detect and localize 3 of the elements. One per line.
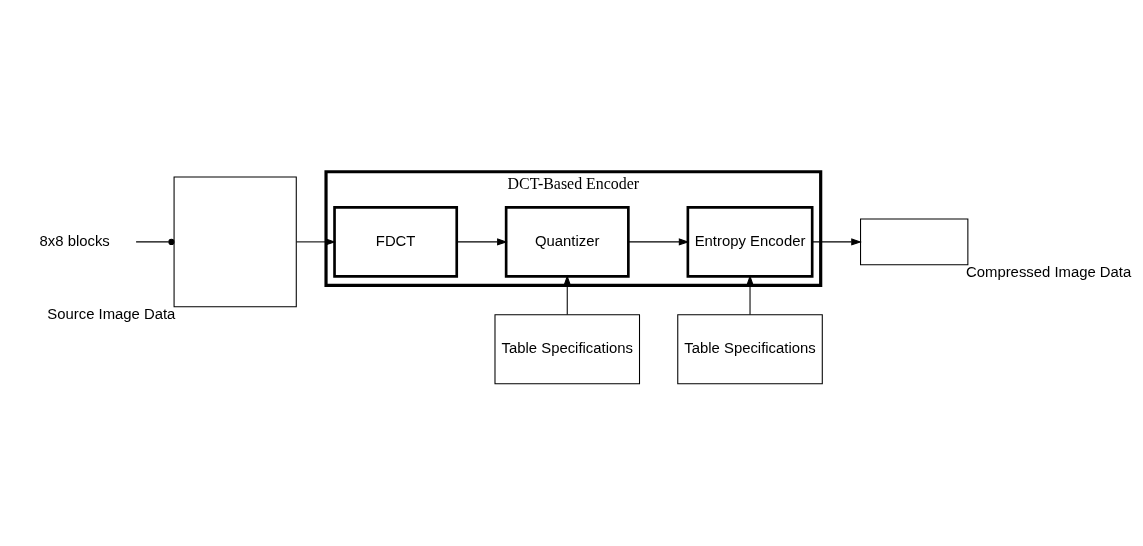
node-label: Compressed Image Data — [966, 263, 1132, 280]
node-text: 8x8 blocks — [39, 232, 110, 249]
node-label: Source Image Data — [47, 305, 176, 322]
